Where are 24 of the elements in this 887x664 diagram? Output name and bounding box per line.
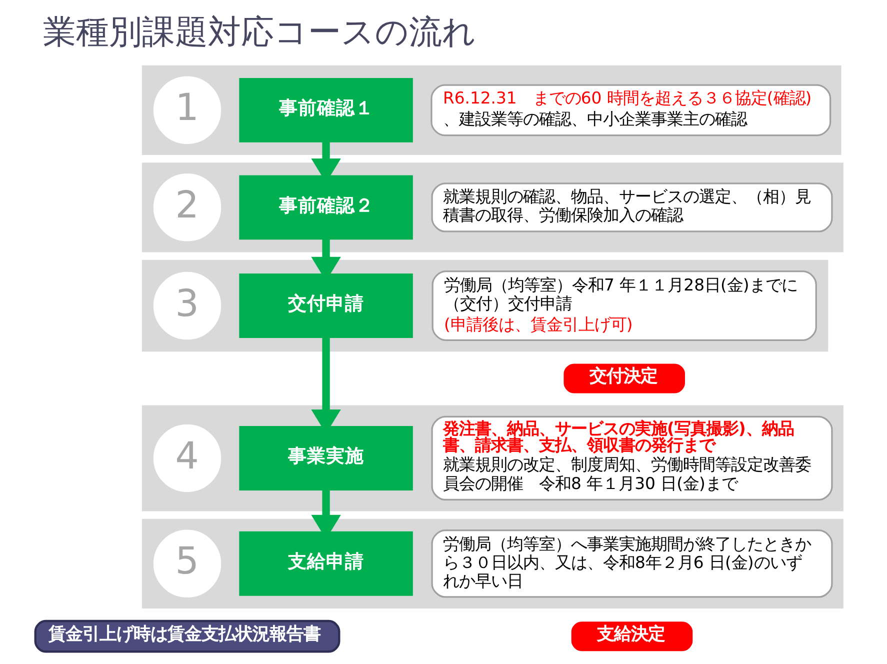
node-circle: 4 bbox=[153, 424, 222, 492]
node-box: 労働局（均等室）令和7 年１１月28日(金)までに（交付）交付申請 (申請後は、賃金引上げ可) bbox=[432, 270, 817, 342]
node-box: 交付申請 bbox=[239, 274, 413, 338]
node-box: 労働局（均等室）へ事業実施期間が終了したときから３０日以内、又は、令和8年２月6 日(金)のいずれか早い日 bbox=[431, 530, 833, 598]
node-box: 支給申請 bbox=[239, 531, 413, 596]
node-box: 支給決定 bbox=[571, 622, 693, 652]
node-box: 事前確認２ bbox=[239, 175, 413, 240]
cluster bbox=[142, 65, 842, 155]
node-box: 賃金引上げ時は賃金支払状況報告書 bbox=[34, 620, 340, 653]
node-circle: 3 bbox=[153, 272, 222, 340]
cluster bbox=[142, 162, 844, 252]
cluster bbox=[142, 260, 828, 352]
node-box: 交付決定 bbox=[564, 364, 685, 394]
cluster bbox=[142, 518, 844, 608]
node-circle: 5 bbox=[153, 530, 222, 598]
node-box: R6.12.31 までの60 時間を超える３６協定(確認) 、建設業等の確認、中小企業事業主の確認 bbox=[430, 84, 832, 136]
node-box: 就業規則の確認、物品、サービスの選定、（相）見積書の取得、労働保険加入の確認 bbox=[431, 182, 833, 232]
cluster bbox=[142, 405, 844, 512]
node-box: 発注書、納品、サービスの実施(写真撮影)、納品書、請求書、支払、領収書の発行まで 就業規則の改定、制度周知、労働時間等設定改善委員会の開催 令和8 年１月30 日(金)まで bbox=[431, 416, 833, 501]
node-box: 事業実施 bbox=[239, 426, 413, 490]
diagram-title: 業種別課題対応コースの流れ bbox=[42, 12, 476, 51]
node-circle: 1 bbox=[153, 76, 222, 144]
node-box: 事前確認１ bbox=[239, 78, 413, 142]
node-circle: 2 bbox=[153, 174, 222, 242]
